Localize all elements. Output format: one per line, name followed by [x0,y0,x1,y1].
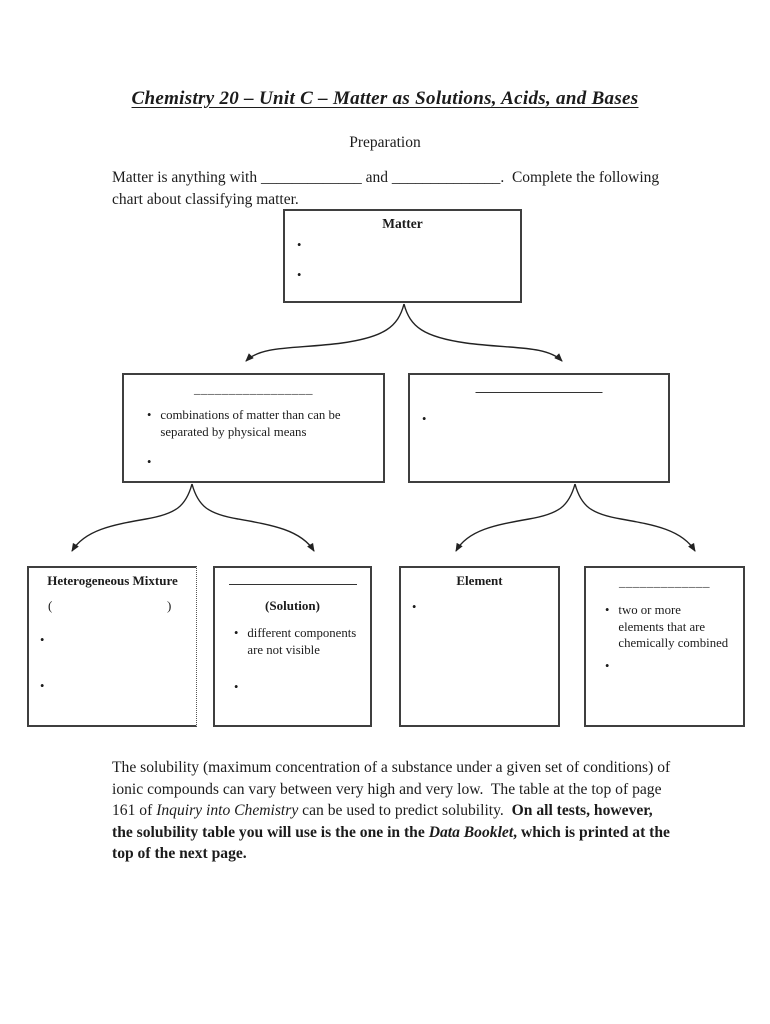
paren-open: ( [48,598,53,613]
heterogeneous-box-title: Heterogeneous Mixture [47,573,178,588]
bullet-icon: • [297,268,302,282]
arrow-mixture-to-solution [191,483,315,552]
blank-underline: _____________ [619,574,710,589]
list-item: • [40,632,53,649]
bullet-icon: • [147,408,152,422]
arrow-matter-to-mixture [245,303,405,362]
intro-paragraph: Matter is anything with _____________ an… [112,167,660,210]
element-box: Element • [399,566,560,727]
solution-box: (Solution) • different components are no… [213,566,372,727]
list-item: • different components are not visible [234,625,361,658]
list-item: • two or more elements that are chemical… [605,602,728,652]
arrow-mixture-to-heterogeneous [71,483,193,552]
bottom-paragraph: The solubility (maximum concentration of… [112,757,671,865]
matter-box: Matter • • [283,209,522,303]
bullet-icon: • [605,659,610,673]
element-box-title: Element [456,573,503,588]
bullet-icon: • [234,680,239,694]
text-segment: Data Booklet [428,823,514,841]
bullet-icon: • [147,455,152,469]
bullet-icon: • [412,600,417,614]
pure-substance-box: • [408,373,670,483]
text-segment: The solubility (maximum concentration of… [112,759,671,776]
paragraph-line: the solubility table you will use is the… [112,822,670,844]
list-item: • [297,237,310,254]
bullet-text: two or more elements that are chemically… [618,603,729,650]
list-item: • [297,267,310,284]
paragraph-line: 161 of Inquiry into Chemistry can be use… [112,800,668,822]
text-segment: ionic compounds can vary between very hi… [112,780,662,798]
heterogeneous-mixture-box: Heterogeneous Mixture ( ) • • [27,566,197,727]
paragraph-line: ionic compounds can vary between very hi… [112,779,668,801]
text-segment: top of the next page. [112,845,247,863]
text-segment: On all tests, however, [511,802,653,820]
bullet-icon: • [234,626,239,640]
arrow-matter-to-pure-substance [403,303,563,362]
list-item: • [234,679,247,696]
text-segment: Inquiry into Chemistry [156,802,299,820]
blank-underline [475,378,603,393]
list-item: • [422,411,435,428]
paren-close: ) [167,598,172,613]
paragraph-line: top of the next page. [112,843,668,865]
blank-underline [228,570,357,585]
matter-box-title: Matter [382,216,423,231]
list-item: • [412,599,425,616]
arrow-pure-to-element [455,483,576,552]
intro-line-2: chart about classifying matter. [112,190,299,208]
text-segment: 161 of [112,802,157,820]
bullet-text: combinations of matter than can be separ… [160,408,341,439]
bullet-text: different components are not visible [247,626,357,657]
bullet-icon: • [605,603,610,617]
text-segment: can be used to predict solubility. [298,802,512,820]
bullet-icon: • [40,633,45,647]
list-item: • combinations of matter than can be sep… [147,407,348,440]
intro-line-1: Matter is anything with _____________ an… [112,169,660,186]
solution-box-title: (Solution) [265,598,320,613]
arrow-pure-to-compound [574,483,696,552]
mixture-box: _________________ • combinations of matt… [122,373,385,483]
bullet-icon: • [40,679,45,693]
paragraph-line: The solubility (maximum concentration of… [112,757,671,779]
text-segment: the solubility table you will use is the… [112,823,429,841]
page-subtitle: Preparation [349,134,421,151]
bullet-icon: • [422,412,427,426]
blank-underline: _________________ [194,381,313,396]
compound-box: _____________ • two or more elements tha… [584,566,745,727]
bullet-icon: • [297,238,302,252]
list-item: • [147,454,160,471]
list-item: • [605,658,618,675]
text-segment: , which is printed at the [513,823,670,841]
page-title: Chemistry 20 – Unit C – Matter as Soluti… [131,88,639,109]
list-item: • [40,678,53,695]
